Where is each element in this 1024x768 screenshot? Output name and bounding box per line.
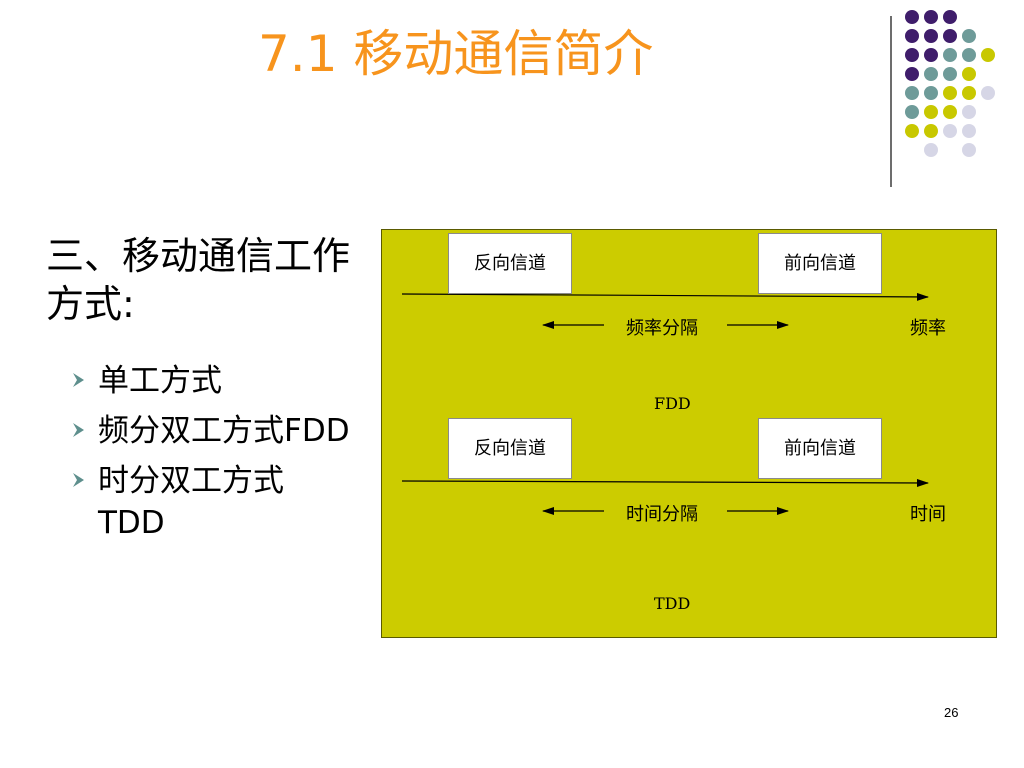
fdd-caption: FDD <box>654 394 691 413</box>
decorative-dot-grid <box>905 10 1015 170</box>
decorative-dot <box>943 86 957 100</box>
decorative-dot <box>962 86 976 100</box>
decorative-dot <box>905 29 919 43</box>
decorative-dot <box>943 105 957 119</box>
bullet-item-fdd: 频分双工方式FDD <box>70 410 350 452</box>
tdd-time-axis <box>401 478 929 487</box>
bullet-text: 时分双工方式TDD <box>98 463 284 541</box>
diagram-arrows <box>401 292 929 515</box>
decorative-dot <box>924 86 938 100</box>
page-number: 26 <box>944 705 959 720</box>
bullet-item-tdd: 时分双工方式TDD <box>70 460 350 544</box>
decorative-dot <box>905 86 919 100</box>
fdd-separation-label: 频率分隔 <box>626 318 698 339</box>
decorative-dot <box>905 48 919 62</box>
fdd-axis-label: 频率 <box>910 318 946 339</box>
decorative-dot <box>943 124 957 138</box>
decorative-dot <box>924 48 938 62</box>
title-divider-line <box>890 16 892 187</box>
decorative-dot <box>924 124 938 138</box>
bullet-arrow-icon <box>73 373 84 387</box>
decorative-dot <box>962 105 976 119</box>
decorative-dot <box>943 67 957 81</box>
bullet-item-simplex: 单工方式 <box>70 360 350 402</box>
decorative-dot <box>962 143 976 157</box>
decorative-dot <box>943 48 957 62</box>
decorative-dot <box>943 10 957 24</box>
tdd-reverse-channel-box: 反向信道 <box>448 418 572 479</box>
tdd-separation-label: 时间分隔 <box>626 504 698 525</box>
decorative-dot <box>924 67 938 81</box>
tdd-caption: TDD <box>654 594 691 613</box>
duplex-diagram: 反向信道 前向信道 频率分隔 频率 FDD 反向信道 前向信道 时间分隔 时间 … <box>381 229 997 638</box>
decorative-dot <box>905 67 919 81</box>
tdd-axis-label: 时间 <box>910 504 946 525</box>
decorative-dot <box>962 29 976 43</box>
section-heading: 三、移动通信工作方式: <box>46 234 351 326</box>
decorative-dot <box>962 67 976 81</box>
tdd-forward-channel-label: 前向信道 <box>784 438 856 459</box>
decorative-dot <box>905 10 919 24</box>
decorative-dot <box>924 105 938 119</box>
decorative-dot <box>924 143 938 157</box>
decorative-dot <box>962 124 976 138</box>
decorative-dot <box>981 86 995 100</box>
bullet-list: 单工方式 频分双工方式FDD 时分双工方式TDD <box>70 360 350 552</box>
tdd-reverse-channel-label: 反向信道 <box>474 438 546 459</box>
decorative-dot <box>905 124 919 138</box>
decorative-dot <box>924 10 938 24</box>
fdd-forward-channel-label: 前向信道 <box>784 253 856 274</box>
decorative-dot <box>962 48 976 62</box>
bullet-text: 单工方式 <box>98 363 222 399</box>
bullet-text: 频分双工方式FDD <box>98 413 350 449</box>
fdd-frequency-axis <box>401 292 929 301</box>
fdd-reverse-channel-box: 反向信道 <box>448 233 572 294</box>
fdd-forward-channel-box: 前向信道 <box>758 233 882 294</box>
decorative-dot <box>981 48 995 62</box>
decorative-dot <box>924 29 938 43</box>
fdd-reverse-channel-label: 反向信道 <box>474 253 546 274</box>
decorative-dot <box>905 105 919 119</box>
bullet-arrow-icon <box>73 473 84 487</box>
tdd-forward-channel-box: 前向信道 <box>758 418 882 479</box>
slide-title: 7.1 移动通信简介 <box>258 25 654 83</box>
bullet-arrow-icon <box>73 423 84 437</box>
decorative-dot <box>943 29 957 43</box>
